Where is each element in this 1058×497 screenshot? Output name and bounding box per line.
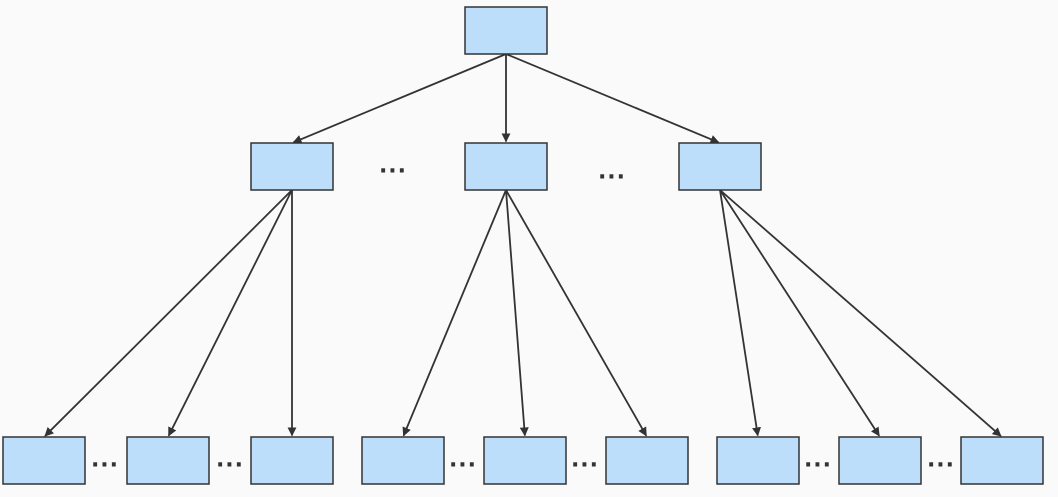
edge-root-m3 (505, 53, 720, 144)
edges (44, 53, 1002, 437)
node-l9 (960, 436, 1044, 485)
edge-m1-l1 (44, 189, 293, 437)
node-l1 (2, 436, 86, 485)
ellipses: ··· ··· ··· ··· ··· ··· ··· ··· (91, 159, 955, 478)
ellipsis-level1-b: ··· (598, 165, 626, 190)
nodes (2, 6, 1044, 485)
edge-m2-l5 (505, 189, 529, 437)
node-l2 (126, 436, 210, 485)
node-l5 (483, 436, 567, 485)
ellipsis-leaf-4: ··· (571, 453, 599, 478)
ellipsis-leaf-6: ··· (927, 453, 955, 478)
ellipsis-leaf-2: ··· (216, 453, 244, 478)
node-m2 (464, 142, 548, 191)
node-m3 (678, 142, 762, 191)
node-l6 (605, 436, 689, 485)
node-m1 (250, 142, 334, 191)
edge-m2-l6 (505, 189, 648, 437)
node-l8 (838, 436, 922, 485)
edge-m3-l8 (719, 189, 880, 437)
ellipsis-level1-a: ··· (379, 159, 407, 184)
edge-m2-l4 (402, 189, 507, 437)
ellipsis-leaf-1: ··· (91, 453, 119, 478)
node-l7 (716, 436, 800, 485)
ellipsis-leaf-5: ··· (804, 453, 832, 478)
edge-m3-l7 (719, 189, 761, 437)
node-root (464, 6, 548, 55)
edge-m1-l2 (167, 189, 293, 437)
edge-m3-l9 (719, 189, 1002, 437)
node-l4 (361, 436, 445, 485)
node-l3 (250, 436, 334, 485)
ellipsis-leaf-3: ··· (449, 453, 477, 478)
edge-root-m1 (292, 53, 507, 144)
